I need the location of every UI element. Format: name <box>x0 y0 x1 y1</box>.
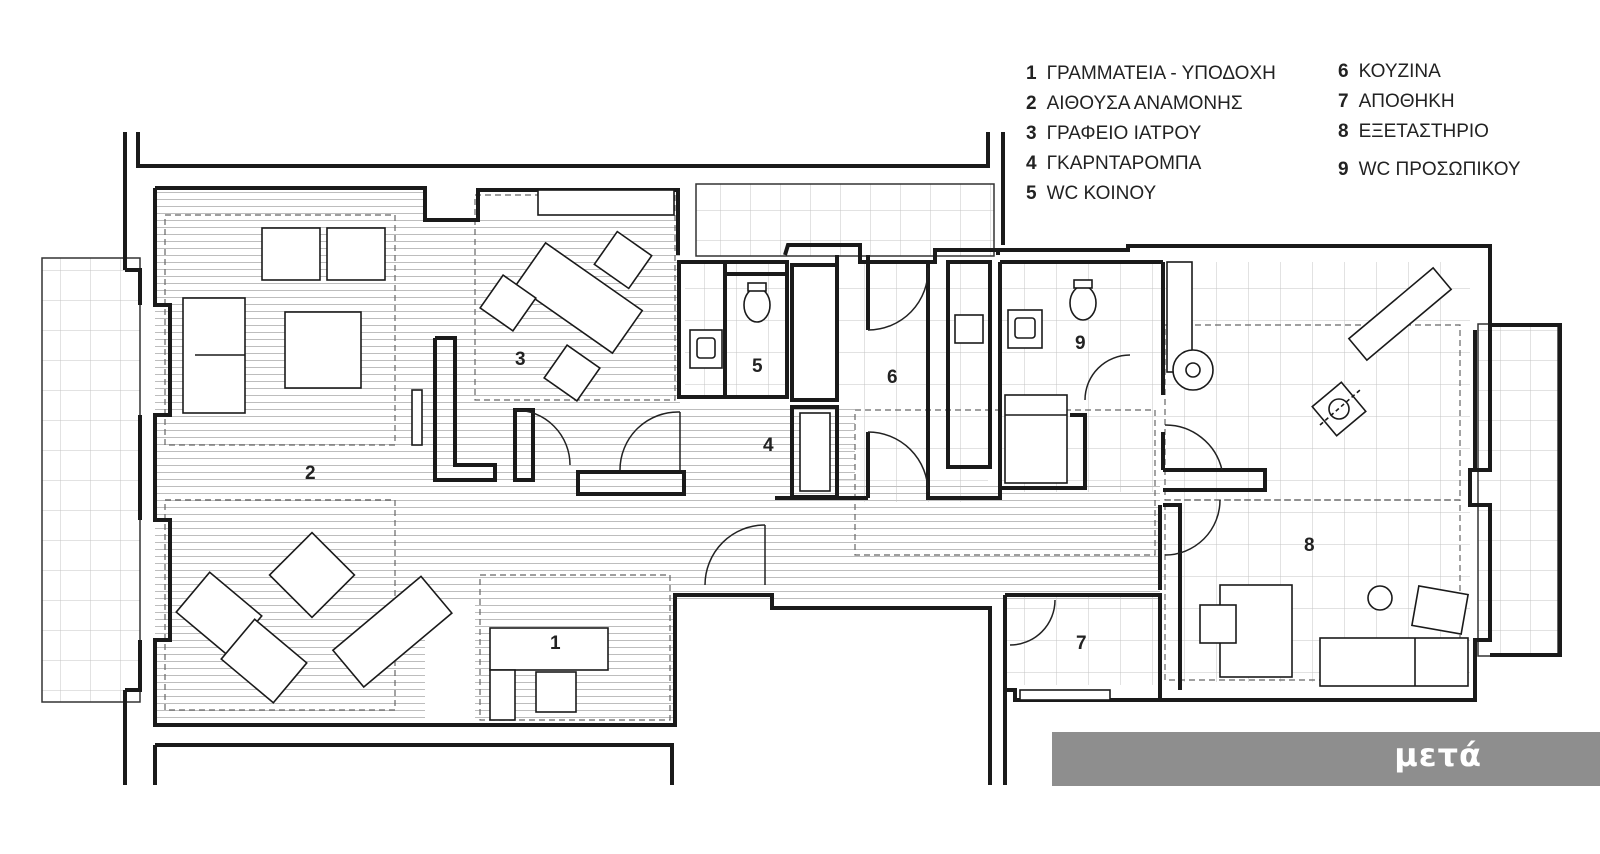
legend-number: 9 <box>1338 159 1349 180</box>
legend-number: 4 <box>1026 153 1037 174</box>
legend-item-1: 1 ΓΡΑΜΜΑΤΕΙΑ - ΥΠΟΔΟΧΗ <box>1026 59 1276 89</box>
room-number-1: 1 <box>550 633 561 654</box>
legend-item-5: 5 WC ΚΟΙΝΟΥ <box>1026 179 1276 209</box>
room-number-7: 7 <box>1076 633 1087 654</box>
interior-walls <box>433 255 1477 700</box>
room-number-6: 6 <box>887 367 898 388</box>
legend-item-6: 6 ΚΟΥΖΙΝΑ <box>1338 57 1521 87</box>
after-badge-label: μετά <box>1394 736 1482 774</box>
legend-label: WC ΠΡΟΣΩΠΙΚΟΥ <box>1358 159 1521 180</box>
legend-number: 2 <box>1026 93 1037 114</box>
legend-item-8: 8 ΕΞΕΤΑΣΤΗΡΙΟ <box>1338 117 1521 147</box>
legend-item-2: 2 ΑΙΘΟΥΣΑ ΑΝΑΜΟΝΗΣ <box>1026 89 1276 119</box>
legend-number: 1 <box>1026 63 1037 84</box>
terrace-top <box>695 183 995 257</box>
room-number-3: 3 <box>515 349 526 370</box>
legend-number: 3 <box>1026 123 1037 144</box>
room-number-9: 9 <box>1075 333 1086 354</box>
room-number-4: 4 <box>763 435 774 456</box>
legend-label: ΚΟΥΖΙΝΑ <box>1358 61 1441 82</box>
legend-label: ΕΞΕΤΑΣΤΗΡΙΟ <box>1358 121 1489 142</box>
legend-label: ΓΚΑΡΝΤΑΡΟΜΠΑ <box>1046 153 1202 174</box>
legend-label: WC ΚΟΙΝΟΥ <box>1046 183 1157 204</box>
legend-item-7: 7 ΑΠΟΘΗΚΗ <box>1338 87 1521 117</box>
legend-number: 6 <box>1338 61 1349 82</box>
room-number-8: 8 <box>1304 535 1315 556</box>
room-number-5: 5 <box>752 356 763 377</box>
balcony-left <box>41 257 141 703</box>
after-badge: μετά <box>1052 732 1600 786</box>
legend-number: 8 <box>1338 121 1349 142</box>
doors <box>514 267 1223 646</box>
coffee-table <box>284 311 362 389</box>
furniture <box>175 189 1470 721</box>
legend-label: ΓΡΑΦΕΙΟ ΙΑΤΡΟΥ <box>1046 123 1202 144</box>
legend-item-9: 9 WC ΠΡΟΣΩΠΙΚΟΥ <box>1338 155 1521 185</box>
legend-label: ΓΡΑΜΜΑΤΕΙΑ - ΥΠΟΔΟΧΗ <box>1046 63 1276 84</box>
legend-item-3: 3 ΓΡΑΦΕΙΟ ΙΑΤΡΟΥ <box>1026 119 1276 149</box>
legend-right: 6 ΚΟΥΖΙΝΑ 7 ΑΠΟΘΗΚΗ 8 ΕΞΕΤΑΣΤΗΡΙΟ 9 WC ΠΡΟΣΩ… <box>1338 57 1521 185</box>
armchair <box>326 227 386 281</box>
room-number-2: 2 <box>305 463 316 484</box>
legend-number: 7 <box>1338 91 1349 112</box>
legend-item-4: 4 ΓΚΑΡΝΤΑΡΟΜΠΑ <box>1026 149 1276 179</box>
legend-number: 5 <box>1026 183 1037 204</box>
legend-label: ΑΙΘΟΥΣΑ ΑΝΑΜΟΝΗΣ <box>1046 93 1243 114</box>
armchair <box>261 227 321 281</box>
legend-label: ΑΠΟΘΗΚΗ <box>1358 91 1455 112</box>
